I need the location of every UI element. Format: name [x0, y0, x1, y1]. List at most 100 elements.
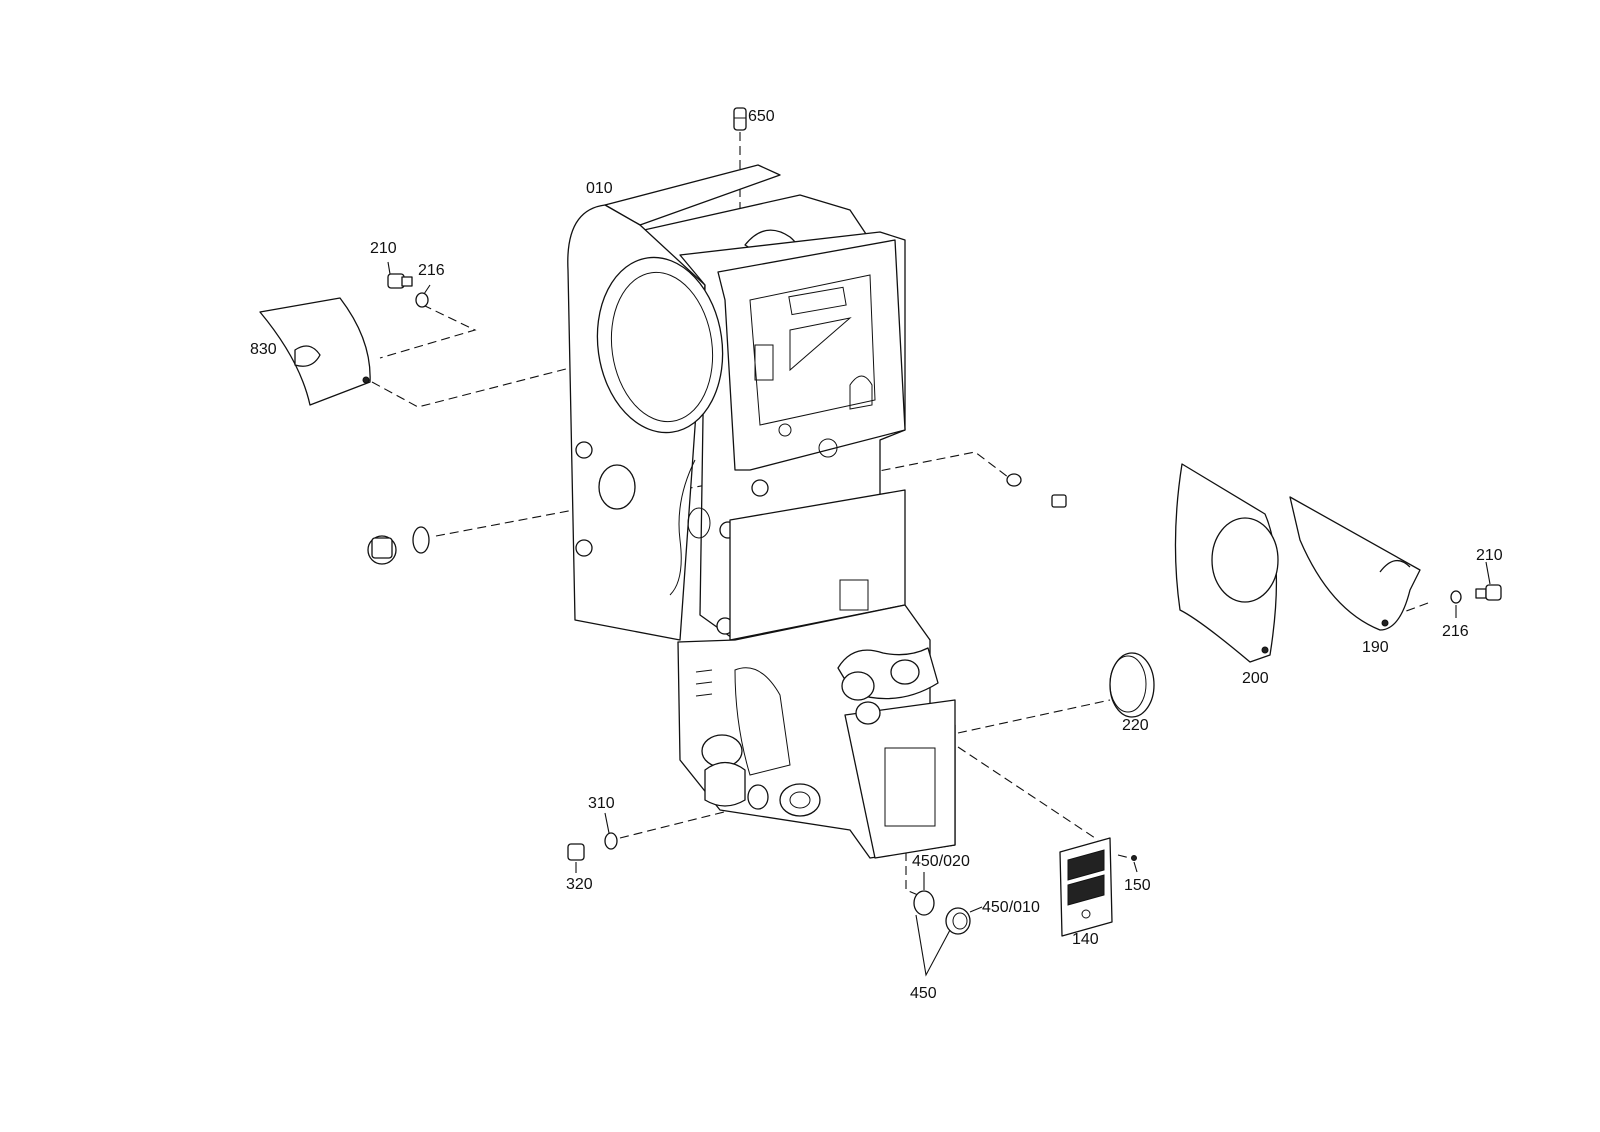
part-200 [1174, 463, 1279, 663]
label-210-left: 210 [370, 240, 397, 257]
part-830 [259, 297, 371, 406]
housing-bolt-5 [751, 479, 769, 497]
housing-valve-window [749, 274, 876, 426]
part-labels: 650 010 210 216 830 210 216 190 200 220 … [250, 108, 1503, 1002]
housing-lower-face [844, 699, 956, 859]
shield-830-cutout [294, 345, 321, 367]
housing-boss-b [704, 761, 746, 807]
part-190 [1289, 496, 1421, 631]
housing-bolt-1 [575, 441, 593, 459]
part-140 [1059, 837, 1113, 937]
shield-830-hole [362, 376, 370, 384]
screw-210-left-shank [401, 276, 413, 287]
cover-190 [1289, 496, 1421, 631]
label-200: 200 [1242, 670, 1269, 687]
housing-mark-1 [695, 669, 713, 673]
housing-slot-arch [849, 375, 873, 410]
label-210-right: 210 [1476, 547, 1503, 564]
cover-plate-200-hole [1261, 646, 1269, 654]
plug-left-head [371, 537, 393, 559]
assembly-line-310 [619, 805, 749, 839]
assembly-line-140 [957, 746, 1099, 841]
screw-210-right-shank [1475, 588, 1487, 599]
leader-216-left [423, 284, 431, 295]
housing-lower-panel [884, 747, 936, 827]
label-450: 450 [910, 985, 937, 1002]
label-150: 150 [1124, 877, 1151, 894]
cover-190-notch [1379, 560, 1411, 573]
housing-mid-tab [839, 579, 869, 611]
ring-450-020 [913, 890, 935, 916]
part-left-plug [367, 526, 430, 565]
leader-210-right [1485, 561, 1491, 585]
assembly-line-220 [957, 699, 1111, 734]
screw-210-right [1485, 584, 1502, 601]
part-650 [733, 107, 747, 131]
housing-boss-d [747, 784, 769, 810]
plug-320 [567, 843, 585, 861]
housing-bore-inner [610, 271, 714, 423]
housing-port-b [778, 423, 792, 437]
ring-right [1006, 473, 1022, 487]
leader-450 [915, 914, 951, 977]
housing-center-port [687, 507, 711, 539]
housing-lever [789, 317, 852, 372]
ring-left [412, 526, 430, 554]
vent-valve-650 [733, 107, 747, 131]
leader-150 [1133, 861, 1138, 873]
housing-mark-3 [695, 693, 713, 697]
cap-220-rim [1109, 655, 1147, 713]
cover-190-hole [1381, 619, 1389, 627]
nameplate-140-field-a [1067, 849, 1105, 881]
housing-port-a [818, 438, 838, 458]
housing-valve-plate [717, 239, 906, 471]
label-650: 650 [748, 108, 775, 125]
housing-mark-2 [695, 681, 713, 685]
nameplate-140-field-b [1067, 874, 1105, 906]
housing-boss-c-hole [789, 791, 811, 809]
leader-210-left [387, 261, 391, 275]
part-210-left [387, 273, 413, 289]
housing-boss-c [779, 783, 821, 817]
label-450-010: 450/010 [982, 899, 1040, 916]
rivet-150 [1131, 855, 1137, 861]
label-010: 010 [586, 180, 613, 197]
label-216-left: 216 [418, 262, 445, 279]
housing-flange-port-c [855, 701, 881, 725]
housing-slot-upper [788, 286, 847, 316]
part-210-right [1475, 584, 1502, 601]
assembly-line-450 [905, 838, 919, 896]
housing-010 [567, 164, 956, 859]
part-right-plug [1006, 473, 1067, 508]
housing-bore-outer [596, 256, 724, 434]
label-190: 190 [1362, 639, 1389, 656]
part-450 [913, 890, 971, 935]
part-310-320 [567, 832, 618, 861]
assembly-line-216-830 [379, 304, 477, 359]
housing-left-port [598, 464, 636, 510]
housing-channel [669, 459, 696, 596]
leader-450-010 [969, 906, 983, 913]
plug-right [1051, 494, 1067, 508]
leader-lines [387, 261, 1491, 977]
label-320: 320 [566, 876, 593, 893]
label-310: 310 [588, 795, 615, 812]
housing-lower-recess [734, 667, 791, 776]
washer-216-right [1450, 590, 1462, 604]
label-830: 830 [250, 341, 277, 358]
label-220: 220 [1122, 717, 1149, 734]
housing-flange-port-a [841, 671, 875, 701]
assembly-line-150 [1117, 854, 1131, 859]
housing-slot-left [754, 344, 774, 381]
housing-bolt-2 [575, 539, 593, 557]
housing-flange-port-b [890, 659, 920, 685]
plug-450-010-head [952, 912, 968, 930]
leader-310 [604, 812, 610, 834]
label-450-020: 450/020 [912, 853, 970, 870]
part-220 [1109, 652, 1155, 718]
washer-216-left [415, 292, 429, 308]
nameplate-140-mark [1081, 909, 1091, 919]
ring-310 [604, 832, 618, 850]
